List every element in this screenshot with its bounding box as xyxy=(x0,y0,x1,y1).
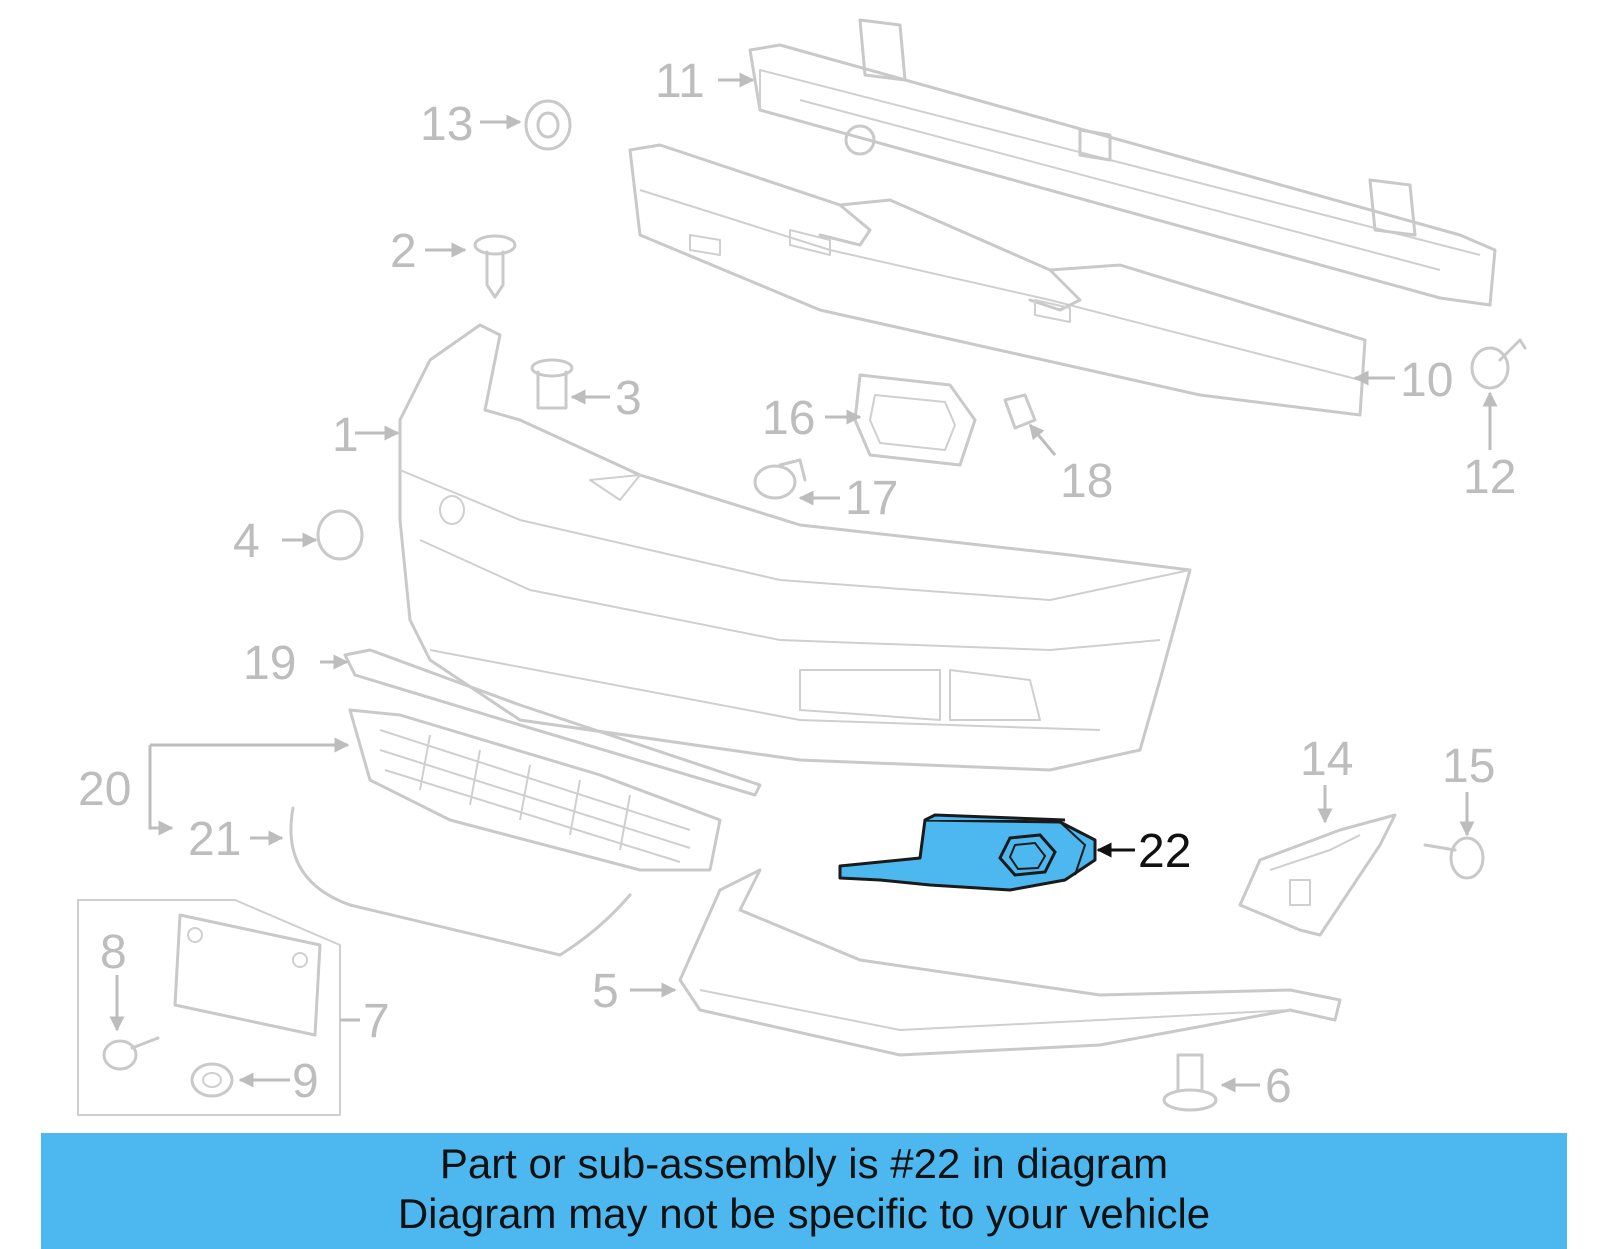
caption-line-2: Diagram may not be specific to your vehi… xyxy=(397,1190,1211,1237)
part-13-grommet xyxy=(524,99,572,151)
callout-21: 21 xyxy=(188,813,241,866)
part-7-box xyxy=(77,899,360,1116)
callout-20: 20 xyxy=(78,763,131,816)
callout-4: 4 xyxy=(233,515,260,568)
part-19-trim xyxy=(343,648,762,797)
part-21-molding xyxy=(289,806,632,957)
caption-banner: Part or sub-assembly is #22 in diagram D… xyxy=(41,1133,1567,1249)
part-9-nut xyxy=(190,1062,234,1098)
callout-11: 11 xyxy=(655,55,705,108)
callout-2: 2 xyxy=(390,225,417,278)
part-10-absorber xyxy=(628,143,1367,417)
callout-9: 9 xyxy=(292,1055,319,1108)
part-4-cap xyxy=(316,509,364,561)
callout-6: 6 xyxy=(1265,1060,1292,1113)
callout-18: 18 xyxy=(1060,455,1113,508)
callout-22: 22 xyxy=(1138,825,1191,878)
part-2-push-pin xyxy=(473,234,517,299)
part-16-bracket xyxy=(853,373,977,467)
part-1-bumper-cover xyxy=(398,323,1192,772)
part-8-screw xyxy=(102,1036,160,1071)
part-15-clip xyxy=(1423,836,1485,880)
caption-line-1: Part or sub-assembly is #22 in diagram xyxy=(439,1140,1169,1187)
part-12-bolt xyxy=(1470,338,1527,390)
part-22-fog-lamp-cover xyxy=(838,813,1097,892)
callout-13: 13 xyxy=(420,98,473,151)
callout-16: 16 xyxy=(762,392,815,445)
callout-8: 8 xyxy=(100,926,127,979)
callout-1: 1 xyxy=(332,409,359,462)
part-20-grille xyxy=(348,708,722,872)
callout-17: 17 xyxy=(845,472,898,525)
callout-15: 15 xyxy=(1442,740,1495,793)
callout-3: 3 xyxy=(615,372,642,425)
callout-19: 19 xyxy=(243,637,296,690)
part-11-reinforcement xyxy=(748,18,1497,307)
callout-arrows xyxy=(109,72,1498,1093)
part-6-rivet xyxy=(1162,1053,1218,1112)
callout-7: 7 xyxy=(363,995,390,1048)
callout-12: 12 xyxy=(1463,451,1516,504)
callout-10: 10 xyxy=(1400,354,1453,407)
part-17-rivet xyxy=(753,458,807,500)
part-14-bracket xyxy=(1238,813,1397,937)
part-3-clip xyxy=(530,358,574,410)
callout-14: 14 xyxy=(1300,733,1353,786)
part-18-clip xyxy=(1003,393,1037,430)
callout-labels: 11 13 2 3 1 16 18 10 12 17 4 19 20 21 8 … xyxy=(78,55,1516,1113)
callout-5: 5 xyxy=(592,965,619,1018)
part-5-spoiler xyxy=(678,868,1342,1057)
